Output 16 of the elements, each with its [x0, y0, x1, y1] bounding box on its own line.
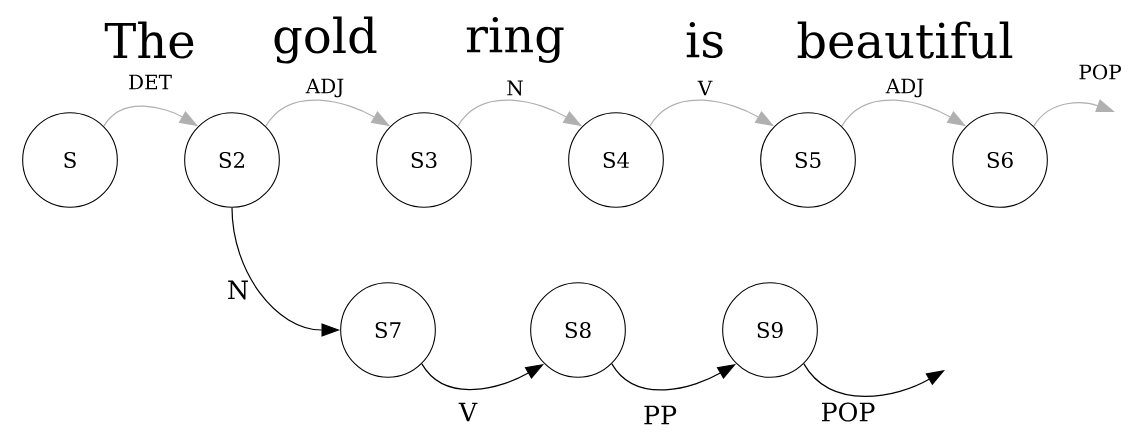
word: The [104, 21, 194, 59]
edge-label: N [228, 280, 248, 300]
arrow [803, 363, 945, 397]
edge-label: V [697, 80, 713, 96]
word: gold [274, 16, 377, 64]
edge-label: DET [129, 74, 172, 90]
edge-label: ADJ [885, 78, 924, 98]
word: beautiful [797, 21, 1013, 59]
word: is [686, 22, 723, 58]
edge-label: ADJ [305, 78, 344, 98]
edge-label: V [458, 402, 478, 422]
edge-label: PP [644, 405, 677, 425]
edge-label: N [507, 80, 523, 96]
edge-label: POP [1079, 64, 1121, 80]
edge-label: POP [822, 402, 875, 422]
word: ring [466, 17, 564, 63]
